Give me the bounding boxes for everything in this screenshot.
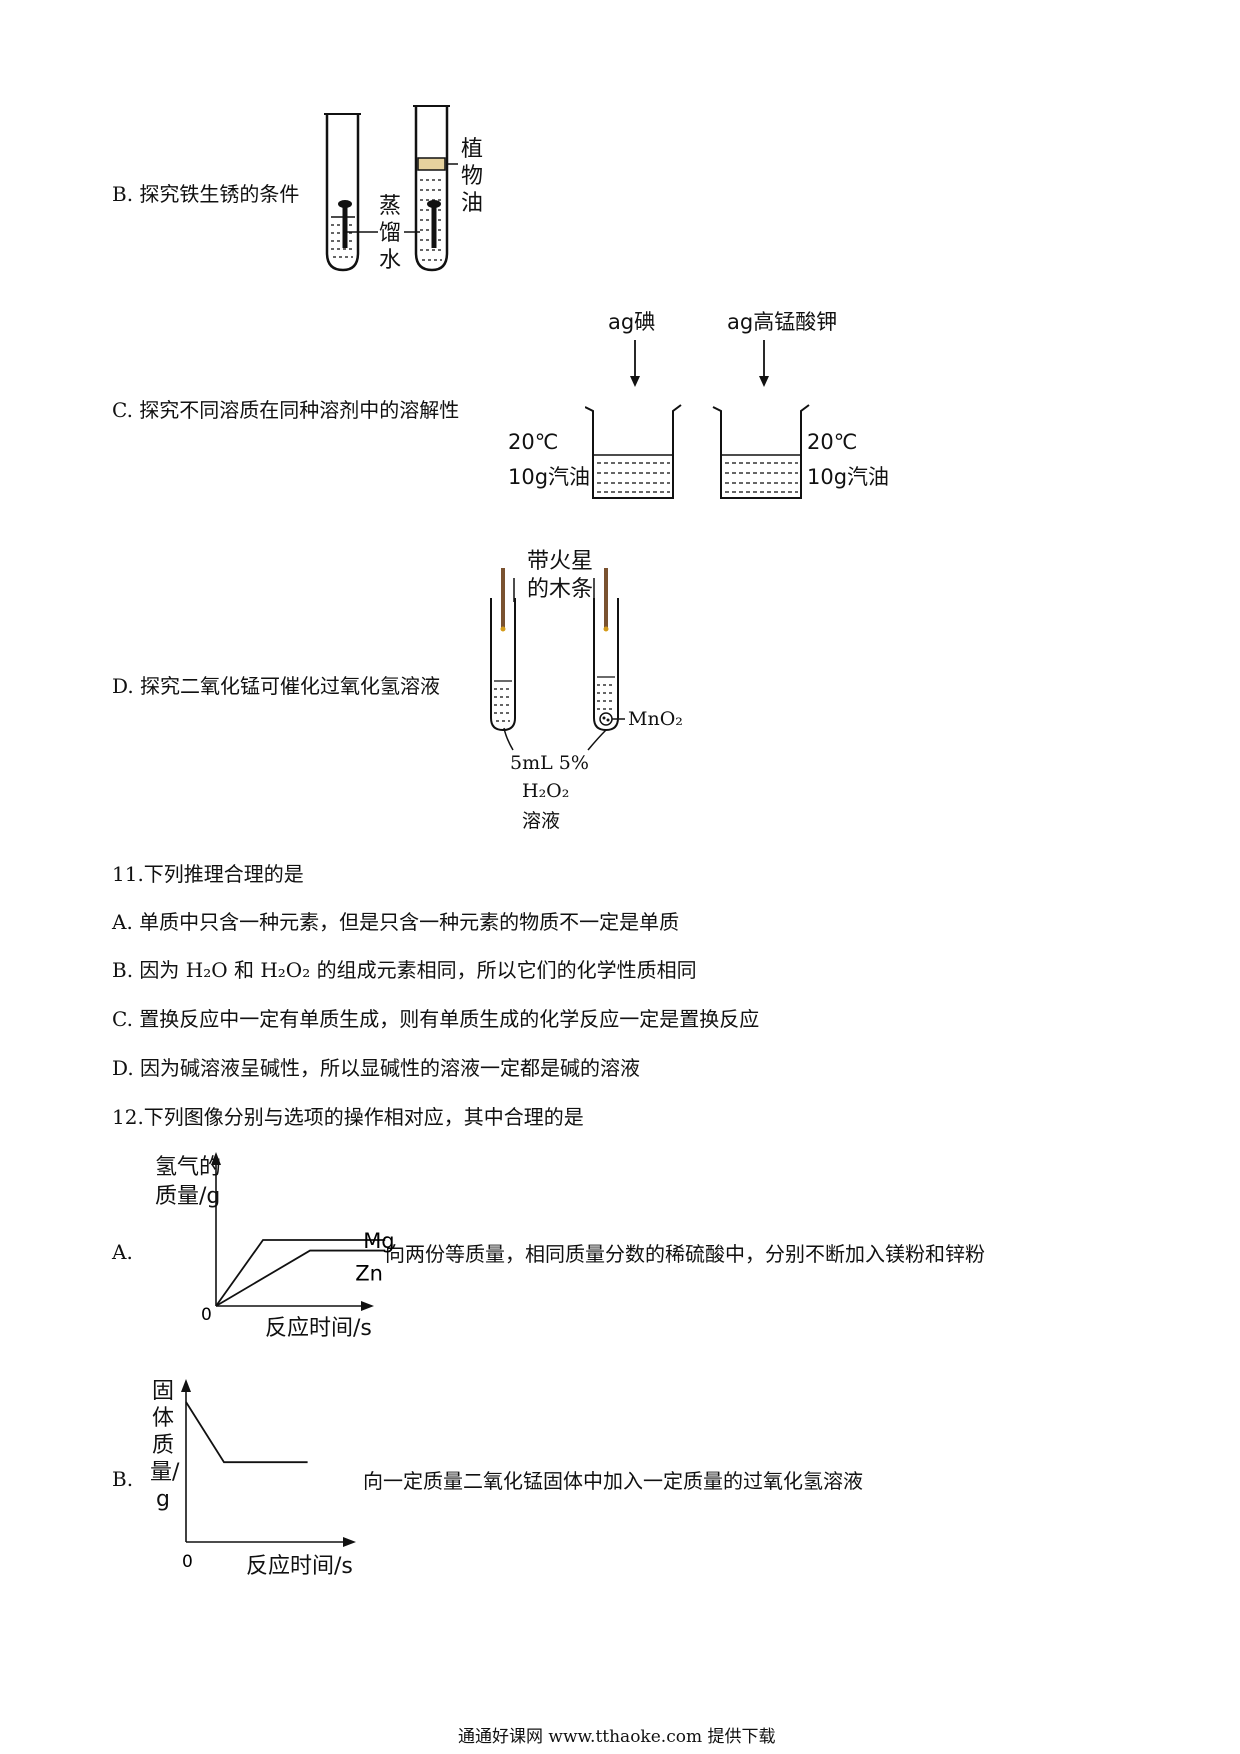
right-solvent-label: 10g汽油 [807,465,890,489]
q10-option-c-label: C. 探究不同溶质在同种溶剂中的溶解性 [112,398,460,422]
iodine-label: ag碘 [608,310,656,334]
arrow-down-icon [630,340,640,387]
q12-option-b-letter: B. [112,1467,134,1491]
distilled-water-label: 蒸馏水 [378,194,401,273]
rust-experiment-diagram [324,105,458,272]
iron-nail-left [338,200,352,248]
mno2-powder [599,712,613,726]
potassium-permanganate-label: ag高锰酸钾 [727,310,838,334]
q11-option-b: B. 因为 H₂O 和 H₂O₂ 的组成元素相同，所以它们的化学性质相同 [112,958,697,982]
q10-option-d-label: D. 探究二氧化锰可催化过氧化氢溶液 [112,674,441,698]
beaker-left [585,404,682,499]
test-tube-left [490,598,516,732]
series-line-zn [215,1249,386,1307]
chart-a-y-axis-label: 氢气的质量/g [155,1155,222,1209]
q11-stem: 11.下列推理合理的是 [112,862,304,886]
q11-option-c: C. 置换反应中一定有单质生成，则有单质生成的化学反应一定是置换反应 [112,1007,760,1031]
q11-option-a: A. 单质中只含一种元素，但是只含一种元素的物质不一定是单质 [112,910,680,934]
q10-option-b-label: B. 探究铁生锈的条件 [112,182,300,206]
right-temp-label: 20℃ [807,430,858,454]
chart-a-x-axis-label: 反应时间/s [265,1316,372,1341]
left-temp-label: 20℃ [508,430,559,454]
vegetable-oil-label: 植物油 [460,137,483,216]
mno2-label: MnO₂ [628,708,683,730]
chart-axes [181,1379,356,1547]
q11-option-d: D. 因为碱溶液呈碱性，所以显碱性的溶液一定都是碱的溶液 [112,1056,641,1080]
series-line-solid-mass [185,1401,308,1464]
chart-axes [211,1152,374,1311]
solution-amount-label: 5mL 5% [510,752,589,774]
left-solvent-label: 10g汽油 [508,465,591,489]
page-footer: 通通好课网 www.tthaoke.com 提供下载 [458,1727,776,1747]
q12-stem: 12.下列图像分别与选项的操作相对应，其中合理的是 [112,1105,584,1129]
iron-nail-right [427,200,441,248]
series-label-zn: Zn [355,1262,383,1286]
beaker-right [712,404,810,499]
arrow-down-icon [759,340,769,387]
catalyst-experiment-diagram [490,568,625,751]
origin-label: 0 [201,1305,212,1325]
series-label-mg: Mg [363,1229,394,1253]
q12-option-b-description: 向一定质量二氧化锰固体中加入一定质量的过氧化氢溶液 [363,1469,863,1493]
chart-b-x-axis-label: 反应时间/s [246,1554,353,1579]
hydrogen-mass-chart: Mg Zn 0 [201,1152,395,1325]
solution-formula-label: H₂O₂ [522,780,570,802]
glowing-splint-label: 带火星的木条 [526,549,593,602]
q12-option-a-letter: A. [112,1240,133,1264]
vegetable-oil-layer [417,157,446,171]
origin-label: 0 [182,1552,193,1572]
solid-mass-chart: 0 [181,1379,356,1572]
wooden-splint-left [501,568,505,628]
solution-word-label: 溶液 [522,810,561,832]
chart-b-y-axis-label: 固体质量/g [150,1379,180,1512]
solubility-beakers-diagram [585,340,810,499]
q12-option-a-description: 向两份等质量，相同质量分数的稀硫酸中，分别不断加入镁粉和锌粉 [385,1242,985,1266]
wooden-splint-right [604,568,608,628]
series-line-mg [215,1239,386,1307]
